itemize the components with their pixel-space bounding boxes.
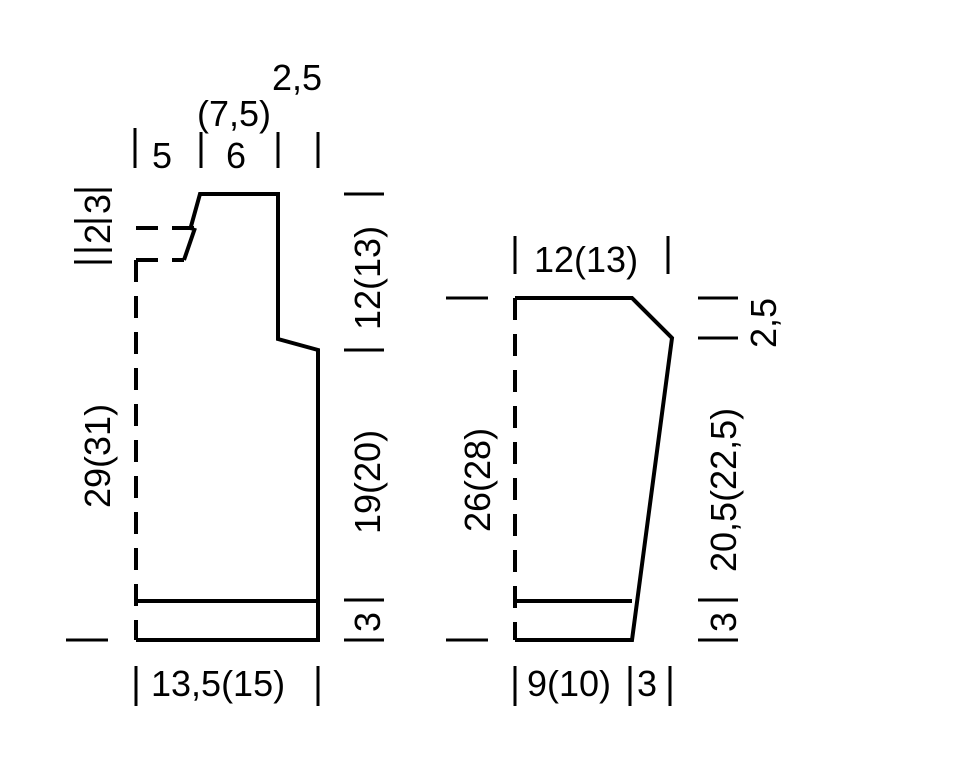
sleeve-bottom-extra-label: 3 (637, 663, 657, 704)
back-side-label: 29(31) (77, 404, 118, 508)
back-body-height-label: 19(20) (347, 430, 388, 534)
back-armhole-height-label: 12(13) (347, 226, 388, 330)
sleeve-top-width-label: 12(13) (534, 239, 638, 280)
back-neck-width-label: 5 (152, 135, 172, 176)
back-neck-alt-label: (7,5) (197, 93, 271, 134)
sleeve-cap-height-label: 2,5 (743, 298, 784, 348)
back-shoulder-width-label: 6 (226, 135, 246, 176)
back-rib-height-label: 3 (347, 612, 388, 632)
sleeve-rib-height-label: 3 (703, 612, 744, 632)
sleeve-length-label: 20,5(22,5) (703, 408, 744, 572)
sleeve-outline (515, 296, 675, 642)
sleeve-bottom-width-label: 9(10) (527, 663, 611, 704)
back-neck-depth-a-label: 2 (77, 224, 118, 244)
back-piece-outline (136, 192, 320, 642)
back-shoulder-alt-label: 2,5 (272, 57, 322, 98)
back-piece: 2,5 (7,5) 5 6 2 3 29(31) 12(13) 19(20) 3… (66, 57, 388, 706)
back-bottom-width-label: 13,5(15) (151, 663, 285, 704)
sleeve-piece: 12(13) 26(28) 2,5 20,5(22,5) 3 9(10) 3 (446, 236, 784, 706)
back-neck-depth-b-label: 3 (77, 194, 118, 214)
back-neck-slant (182, 227, 197, 261)
sleeve-side-label: 26(28) (457, 428, 498, 532)
